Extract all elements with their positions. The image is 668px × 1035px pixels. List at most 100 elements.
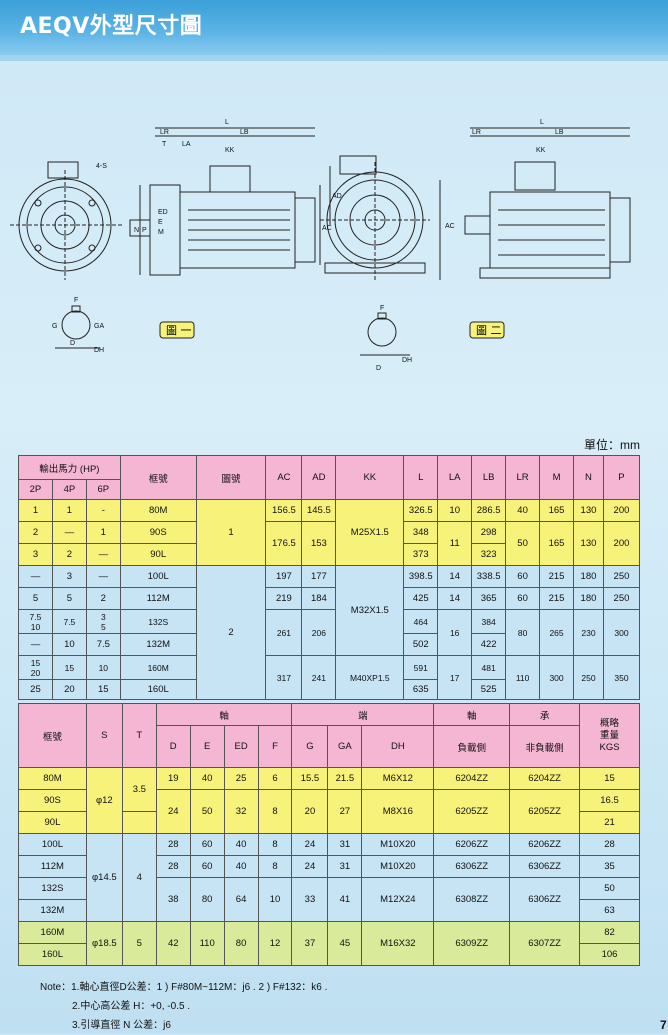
table-cell: 16	[437, 609, 473, 656]
table-cell: M6X12	[361, 767, 435, 790]
table-cell: 219	[265, 587, 303, 610]
table-cell	[121, 811, 157, 834]
table-cell: 10	[51, 633, 87, 656]
table-cell: 15 20	[18, 655, 53, 680]
table-cell: 2	[195, 565, 267, 700]
table-cell: 180	[573, 587, 604, 610]
table-cell: 323	[471, 543, 507, 566]
table-cell: 5	[18, 587, 53, 610]
table-cell: 框號	[18, 703, 87, 768]
table-cell: 100L	[18, 833, 87, 856]
table-cell: 15	[51, 655, 87, 680]
table-cell: 25	[223, 767, 259, 790]
table-cell: 10	[437, 499, 473, 522]
table-cell: 80	[505, 609, 541, 656]
table-cell: 250	[573, 655, 604, 700]
table-cell: 82	[579, 921, 640, 944]
table-cell: 230	[573, 609, 604, 656]
table-cell: 5	[51, 587, 87, 610]
table-cell: 24	[291, 833, 329, 856]
table-cell: L	[403, 455, 439, 500]
table-cell: 184	[301, 587, 337, 610]
table-cell: 60	[189, 833, 225, 856]
dim-D2: D	[376, 365, 381, 372]
table-cell: E	[189, 725, 225, 768]
table-cell: 6308ZZ	[433, 877, 511, 922]
table-cell: 21	[579, 811, 640, 834]
table-cell: 1	[51, 499, 87, 522]
table-cell: 40	[505, 499, 541, 522]
table-cell: 50	[505, 521, 541, 566]
table-cell: 50	[579, 877, 640, 900]
table-cell: AD	[301, 455, 337, 500]
table-cell: 398.5	[403, 565, 439, 588]
table-cell: 11	[437, 521, 473, 566]
table-cell: 481	[471, 655, 507, 680]
dim-N: N	[134, 227, 139, 234]
table-cell: 130	[573, 499, 604, 522]
table-cell: 4P	[51, 479, 87, 500]
table-cell: —	[18, 565, 53, 588]
table-cell: 635	[403, 679, 439, 700]
table-cell: M12X24	[361, 877, 435, 922]
table-cell: 2	[85, 587, 121, 610]
table-cell: 177	[301, 565, 337, 588]
table-cell: 6306ZZ	[509, 877, 581, 922]
table-cell: 160L	[18, 943, 87, 966]
table-cell: 80M	[119, 499, 197, 522]
table-cell: 60	[189, 855, 225, 878]
table-cell: 27	[327, 789, 363, 834]
table-cell: φ14.5	[85, 833, 123, 922]
table-cell: 16.5	[579, 789, 640, 812]
table-cell: 591	[403, 655, 439, 680]
table-cell: GA	[327, 725, 363, 768]
table-cell: 12	[257, 921, 293, 966]
table-cell: 300	[602, 609, 641, 656]
table-cell: 3.5	[121, 767, 157, 812]
dim-ED: ED	[158, 209, 168, 216]
table-cell: 非負載側	[509, 725, 581, 768]
table-cell: 2	[51, 543, 87, 566]
table-cell: 概略 重量 KGS	[579, 703, 640, 768]
table-cell: 90L	[18, 811, 87, 834]
table-cell: N	[573, 455, 604, 500]
fig2-shaft-section	[360, 312, 410, 356]
table-cell: M10X20	[361, 855, 435, 878]
table-cell: 2	[18, 521, 53, 544]
table-cell: 端	[291, 703, 435, 726]
table-cell: 112M	[119, 587, 197, 610]
table-cell: 15	[579, 767, 640, 790]
table-cell: 5	[121, 921, 157, 966]
table-cell: 33	[291, 877, 329, 922]
dim-G: G	[52, 323, 57, 330]
table-cell: 6P	[85, 479, 121, 500]
table-cell: 250	[602, 587, 641, 610]
table-cell: φ12	[85, 767, 123, 834]
table-cell: 10	[257, 877, 293, 922]
table-cell: 軸	[433, 703, 511, 726]
table-cell: 21.5	[327, 767, 363, 790]
table-cell: 6204ZZ	[509, 767, 581, 790]
table-cell: 350	[602, 655, 641, 700]
unit-label: 單位：mm	[584, 438, 640, 452]
table-cell: 38	[155, 877, 191, 922]
page-number: 7	[660, 1018, 667, 1032]
table-cell: P	[602, 455, 641, 500]
table-cell: 165	[539, 521, 574, 566]
banner-stripe	[0, 55, 668, 61]
table-cell: 1	[18, 499, 53, 522]
table-cell: M10X20	[361, 833, 435, 856]
table-cell: 6306ZZ	[509, 855, 581, 878]
table-cell: 63	[579, 899, 640, 922]
table-cell: 31	[327, 855, 363, 878]
table-cell: 241	[301, 655, 337, 700]
table-cell: 502	[403, 633, 439, 656]
table-cell: 7.5	[51, 609, 87, 634]
